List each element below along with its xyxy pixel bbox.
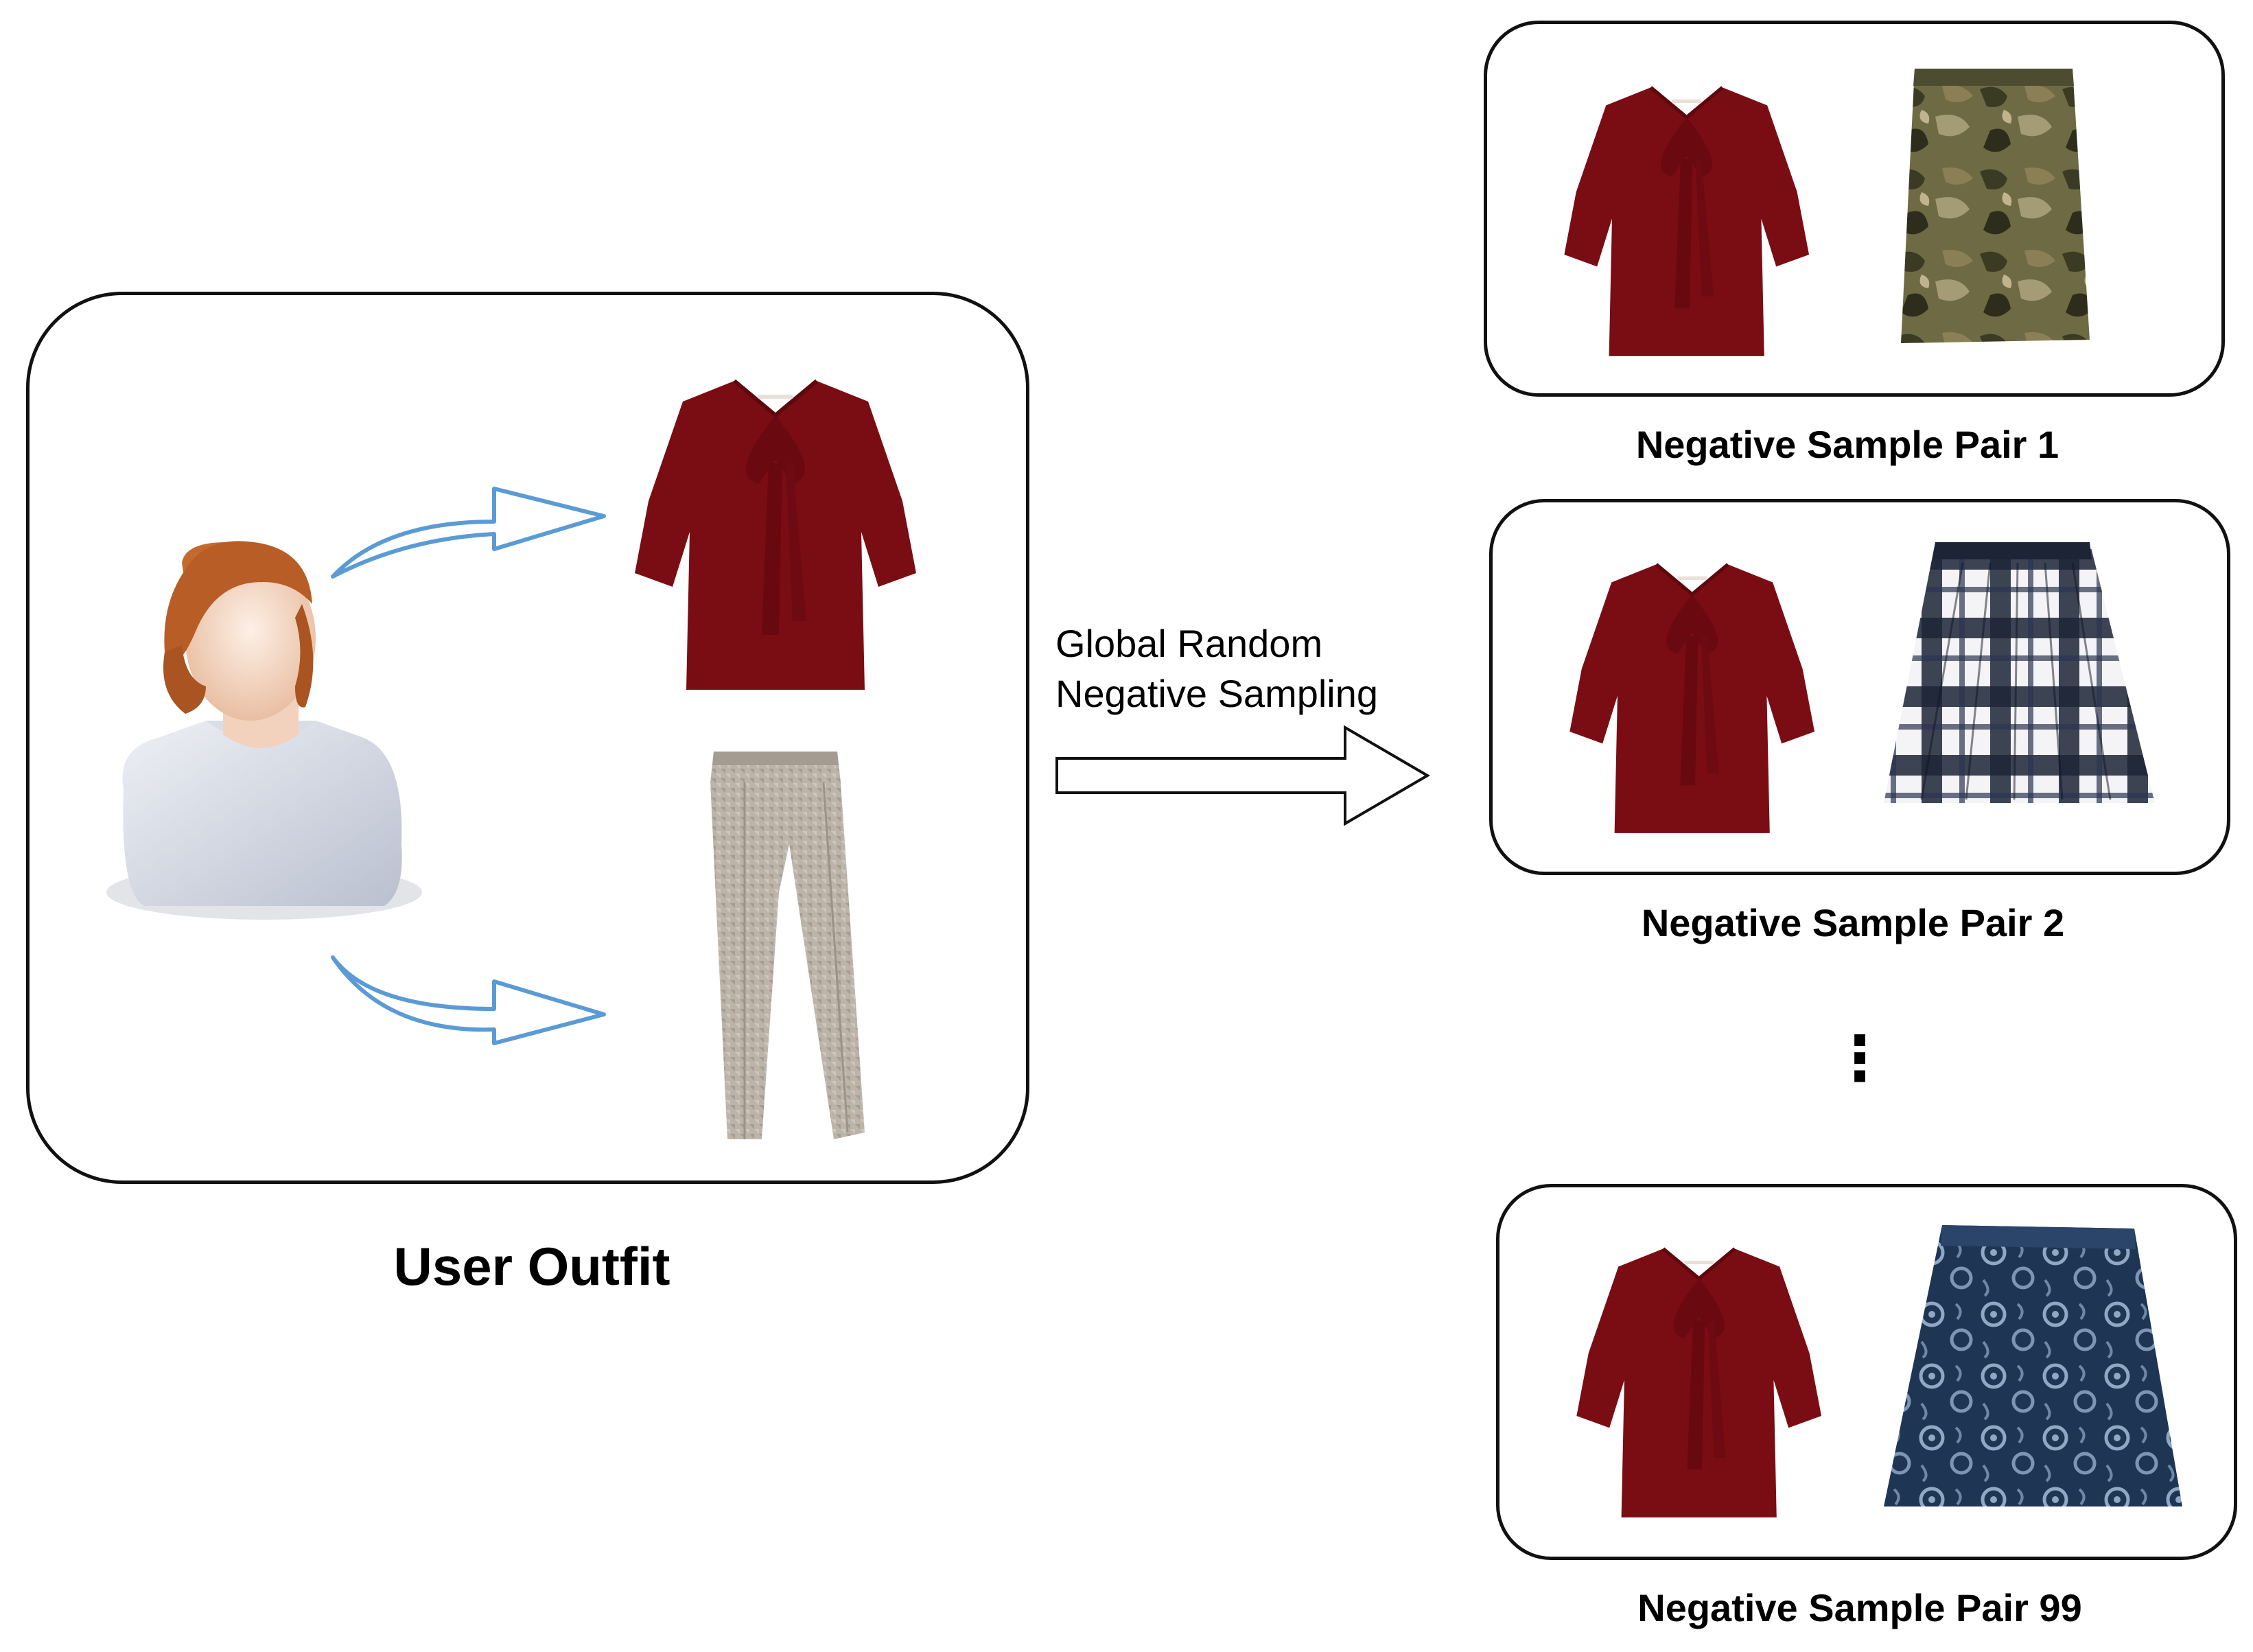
negative-pair-99-label: Negative Sample Pair 99 [1637,1586,2082,1629]
pair-2-plaid-skirt-image [1884,542,2155,803]
sampling-caption-line1: Global Random [1055,622,1323,665]
ellipsis-vertical-icon: ⋮ [1829,1025,1891,1093]
pair-99-blouse-image [1576,1248,1821,1517]
sampling-arrow-icon [1055,725,1430,826]
negative-pair-1-label: Negative Sample Pair 1 [1635,423,2059,466]
curved-arrow-to-bottom-icon [331,955,606,1045]
pair-99-floral-skirt-image [1884,1225,2182,1506]
sampling-caption-line2: Negative Sampling [1055,672,1379,715]
negative-pair-2-label: Negative Sample Pair 2 [1641,901,2065,944]
user-avatar-icon [106,541,422,920]
curved-arrow-to-top-icon [331,487,606,579]
pair-2-blouse-image [1569,564,1814,833]
user-outfit-label: User Outfit [393,1236,670,1296]
trousers-image [710,752,865,1139]
pair-1-camouflage-skirt-image [1901,69,2090,343]
pair-1-blouse-image [1564,87,1809,356]
